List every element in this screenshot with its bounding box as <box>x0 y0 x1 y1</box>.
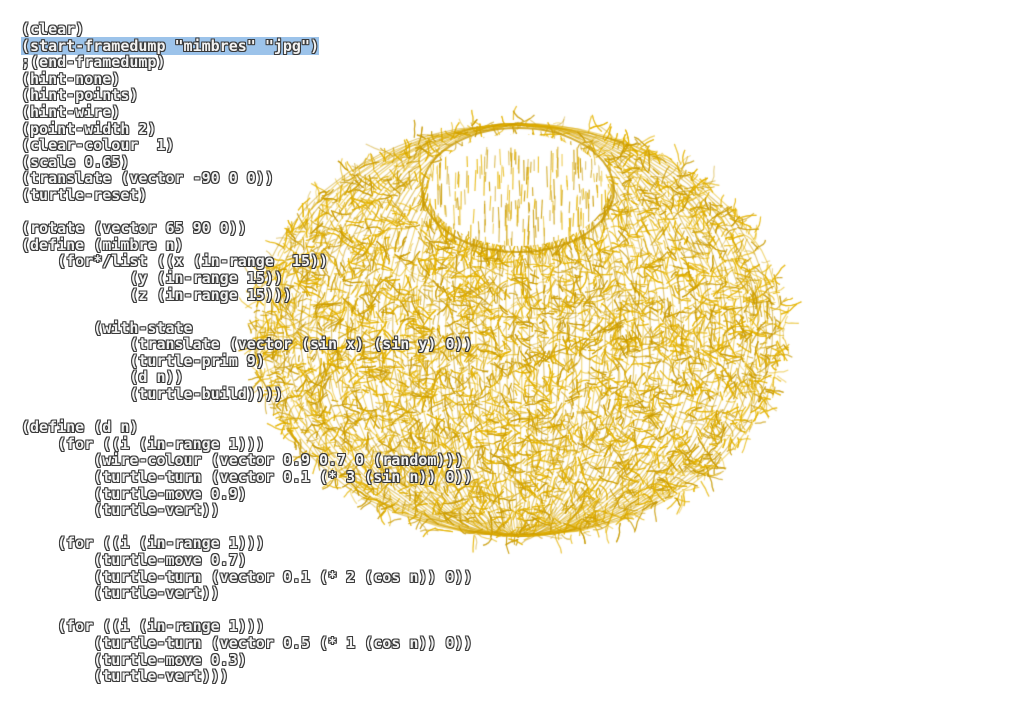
code-line-text: (turtle-move 0.3) <box>21 650 247 669</box>
code-line[interactable]: (turtle-vert))) <box>21 668 473 685</box>
code-line[interactable]: (point-width 2) <box>21 119 473 138</box>
code-line-text: (hint-wire) <box>21 102 121 121</box>
code-line-text: (turtle-vert))) <box>21 667 229 686</box>
code-line-text: (translate (vector -90 0 0)) <box>21 169 274 188</box>
code-line[interactable]: (z (in-range 15))) <box>21 285 473 304</box>
code-line-text: (turtle-prim 9) <box>21 351 265 370</box>
code-line[interactable]: (start-framedump "mimbres" "jpg") <box>21 36 473 55</box>
code-line-text: (for ((i (in-range 1))) <box>21 434 265 453</box>
code-line[interactable]: (rotate (vector 65 90 0)) <box>21 220 473 237</box>
code-line-text: (turtle-build)))) <box>21 385 283 404</box>
code-line[interactable]: (wire-colour (vector 0.9 0.7 0 (random))… <box>21 452 473 469</box>
code-line-text: ;(end-framedump) <box>21 53 166 72</box>
code-line[interactable] <box>21 204 473 221</box>
code-line[interactable]: (translate (vector (sin x) (sin y) 0)) <box>21 335 473 354</box>
code-line[interactable]: (turtle-move 0.7) <box>21 552 473 569</box>
code-line[interactable]: (hint-wire) <box>21 104 473 121</box>
code-line-text: (turtle-turn (vector 0.1 (* 3 (sin n)) 0… <box>21 468 473 487</box>
code-line[interactable]: (define (d n) <box>21 419 473 436</box>
code-line[interactable] <box>21 303 473 320</box>
code-line-text: (scale 0.65) <box>21 152 130 171</box>
code-line[interactable]: (for ((i (in-range 1))) <box>21 535 473 552</box>
code-line[interactable]: (scale 0.65) <box>21 152 473 171</box>
code-line[interactable]: (translate (vector -90 0 0)) <box>21 170 473 187</box>
code-line[interactable]: (for ((i (in-range 1))) <box>21 436 473 453</box>
code-line-text: (define (d n) <box>21 418 139 437</box>
code-line[interactable]: (turtle-prim 9) <box>21 353 473 370</box>
code-line[interactable]: (turtle-vert)) <box>21 585 473 602</box>
code-line[interactable]: (turtle-turn (vector 0.1 (* 3 (sin n)) 0… <box>21 468 473 487</box>
code-line-text: (start-framedump "mimbres" "jpg") <box>21 36 320 55</box>
code-line[interactable]: (turtle-move 0.9) <box>21 484 473 503</box>
code-line-text: (point-width 2) <box>21 119 157 138</box>
code-line[interactable] <box>21 602 473 619</box>
code-line[interactable]: (turtle-reset) <box>21 187 473 204</box>
code-line[interactable]: (turtle-move 0.3) <box>21 650 473 669</box>
code-line-text: (for ((i (in-range 1))) <box>21 534 265 553</box>
code-line-text: (hint-none) <box>21 69 121 88</box>
code-line[interactable]: (turtle-vert)) <box>21 502 473 519</box>
code-line-text: (z (in-range 15))) <box>21 285 292 304</box>
code-line-text: (clear) <box>21 20 85 38</box>
code-line[interactable] <box>21 403 473 420</box>
code-line[interactable]: (clear-colour 1) <box>21 137 473 154</box>
code-line-text: (turtle-vert)) <box>21 584 220 603</box>
code-line-text: (y (in-range 15)) <box>21 268 283 287</box>
code-line-text: (turtle-reset) <box>21 185 148 204</box>
code-line[interactable]: (with-state <box>21 318 473 337</box>
code-line[interactable]: (for ((i (in-range 1))) <box>21 618 473 635</box>
code-line-text: (turtle-vert)) <box>21 501 220 520</box>
code-line-text: (rotate (vector 65 90 0)) <box>21 219 247 238</box>
livecode-editor[interactable]: (clear)(start-framedump "mimbres" "jpg")… <box>21 21 473 685</box>
code-line[interactable]: (turtle-build)))) <box>21 386 473 403</box>
code-line[interactable]: (y (in-range 15)) <box>21 270 473 287</box>
code-line-text: (for*/list ((x (in-range 15)) <box>21 252 329 271</box>
code-line-text: (d n)) <box>21 368 184 387</box>
code-line-text: (clear-colour 1) <box>21 136 175 155</box>
code-line[interactable]: ;(end-framedump) <box>21 54 473 71</box>
code-line-text: (turtle-move 0.9) <box>21 484 247 503</box>
code-line-text: (turtle-turn (vector 0.5 (* 1 (cos n)) 0… <box>21 633 473 652</box>
code-line[interactable]: (clear) <box>21 21 473 38</box>
code-line[interactable]: (hint-points) <box>21 87 473 104</box>
code-line-text: (for ((i (in-range 1))) <box>21 617 265 636</box>
code-line[interactable]: (for*/list ((x (in-range 15)) <box>21 253 473 270</box>
code-line[interactable]: (define (mimbre n) <box>21 235 473 254</box>
code-line[interactable]: (d n)) <box>21 369 473 386</box>
code-line-text: (with-state <box>21 318 193 337</box>
code-line-text: (hint-points) <box>21 86 139 105</box>
code-line-text: (define (mimbre n) <box>21 235 184 254</box>
code-line-text: (turtle-turn (vector 0.1 (* 2 (cos n)) 0… <box>21 567 473 586</box>
code-line-text: (turtle-move 0.7) <box>21 551 247 569</box>
code-line-text: (wire-colour (vector 0.9 0.7 0 (random))… <box>21 451 464 470</box>
code-line[interactable] <box>21 519 473 536</box>
code-line-text: (translate (vector (sin x) (sin y) 0)) <box>21 335 473 354</box>
code-line[interactable]: (turtle-turn (vector 0.5 (* 1 (cos n)) 0… <box>21 633 473 652</box>
code-line[interactable]: (turtle-turn (vector 0.1 (* 2 (cos n)) 0… <box>21 567 473 586</box>
code-line[interactable]: (hint-none) <box>21 69 473 88</box>
